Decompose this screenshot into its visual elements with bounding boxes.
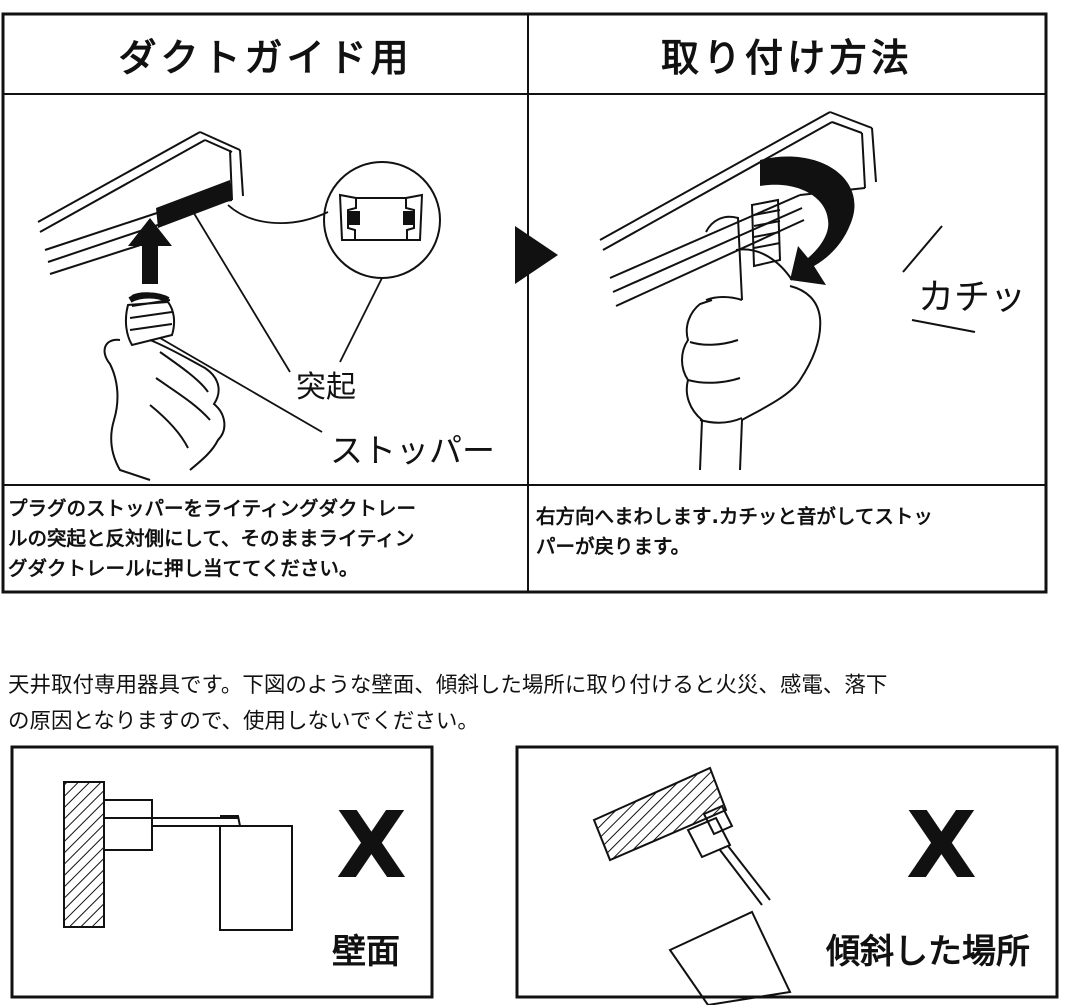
right-description-line: パーが戻ります。 (536, 535, 691, 558)
wall-prohibited-mark: X (336, 792, 407, 899)
push-up-arrow-icon (128, 218, 172, 284)
rotate-clockwise-arrow-icon (760, 156, 855, 285)
left-header: ダクトガイド用 (118, 35, 413, 80)
plug-top-cap (128, 292, 170, 303)
right-header: 取り付け方法 (660, 35, 913, 80)
slope-prohibited-mark: X (906, 792, 977, 899)
click-sound-label: カチッ (918, 277, 1027, 318)
sloped-mount-drawing (592, 766, 792, 1005)
left-hand-illustration (103, 292, 226, 481)
instruction-table-frame (1, 12, 1048, 594)
left-description-line: グダクトレールに押し当ててください。 (8, 557, 359, 580)
click-sound-marks (902, 225, 976, 333)
slope-caption: 傾斜した場所 (826, 932, 1030, 972)
twisting-plug (750, 198, 782, 268)
rail-cross-section-magnifier (323, 161, 441, 279)
right-description-line: 右方向へまわします.カチッと音がしてストッ (536, 505, 933, 528)
rail-stopper-slot (156, 180, 232, 228)
stopper-label: ストッパー (330, 431, 495, 470)
protrusion-label: 突起 (296, 370, 356, 405)
wall-caption: 壁面 (332, 932, 400, 972)
warning-line: の原因となりますので、使用しないでください。 (8, 709, 479, 734)
warning-line: 天井取付専用器具です。下図のような壁面、傾斜した場所に取り付けると火災、感電、落… (8, 673, 888, 698)
right-hand-illustration (681, 215, 822, 471)
next-step-arrow-icon (515, 226, 558, 284)
warning-box-frames (10, 745, 1059, 999)
left-description-line: ルの突起と反対側にして、そのままライティン (8, 527, 415, 550)
wall-mount-drawing (63, 781, 293, 931)
left-description-line: プラグのストッパーをライティングダクトレー (8, 497, 416, 520)
label-leader-lines (159, 204, 383, 433)
